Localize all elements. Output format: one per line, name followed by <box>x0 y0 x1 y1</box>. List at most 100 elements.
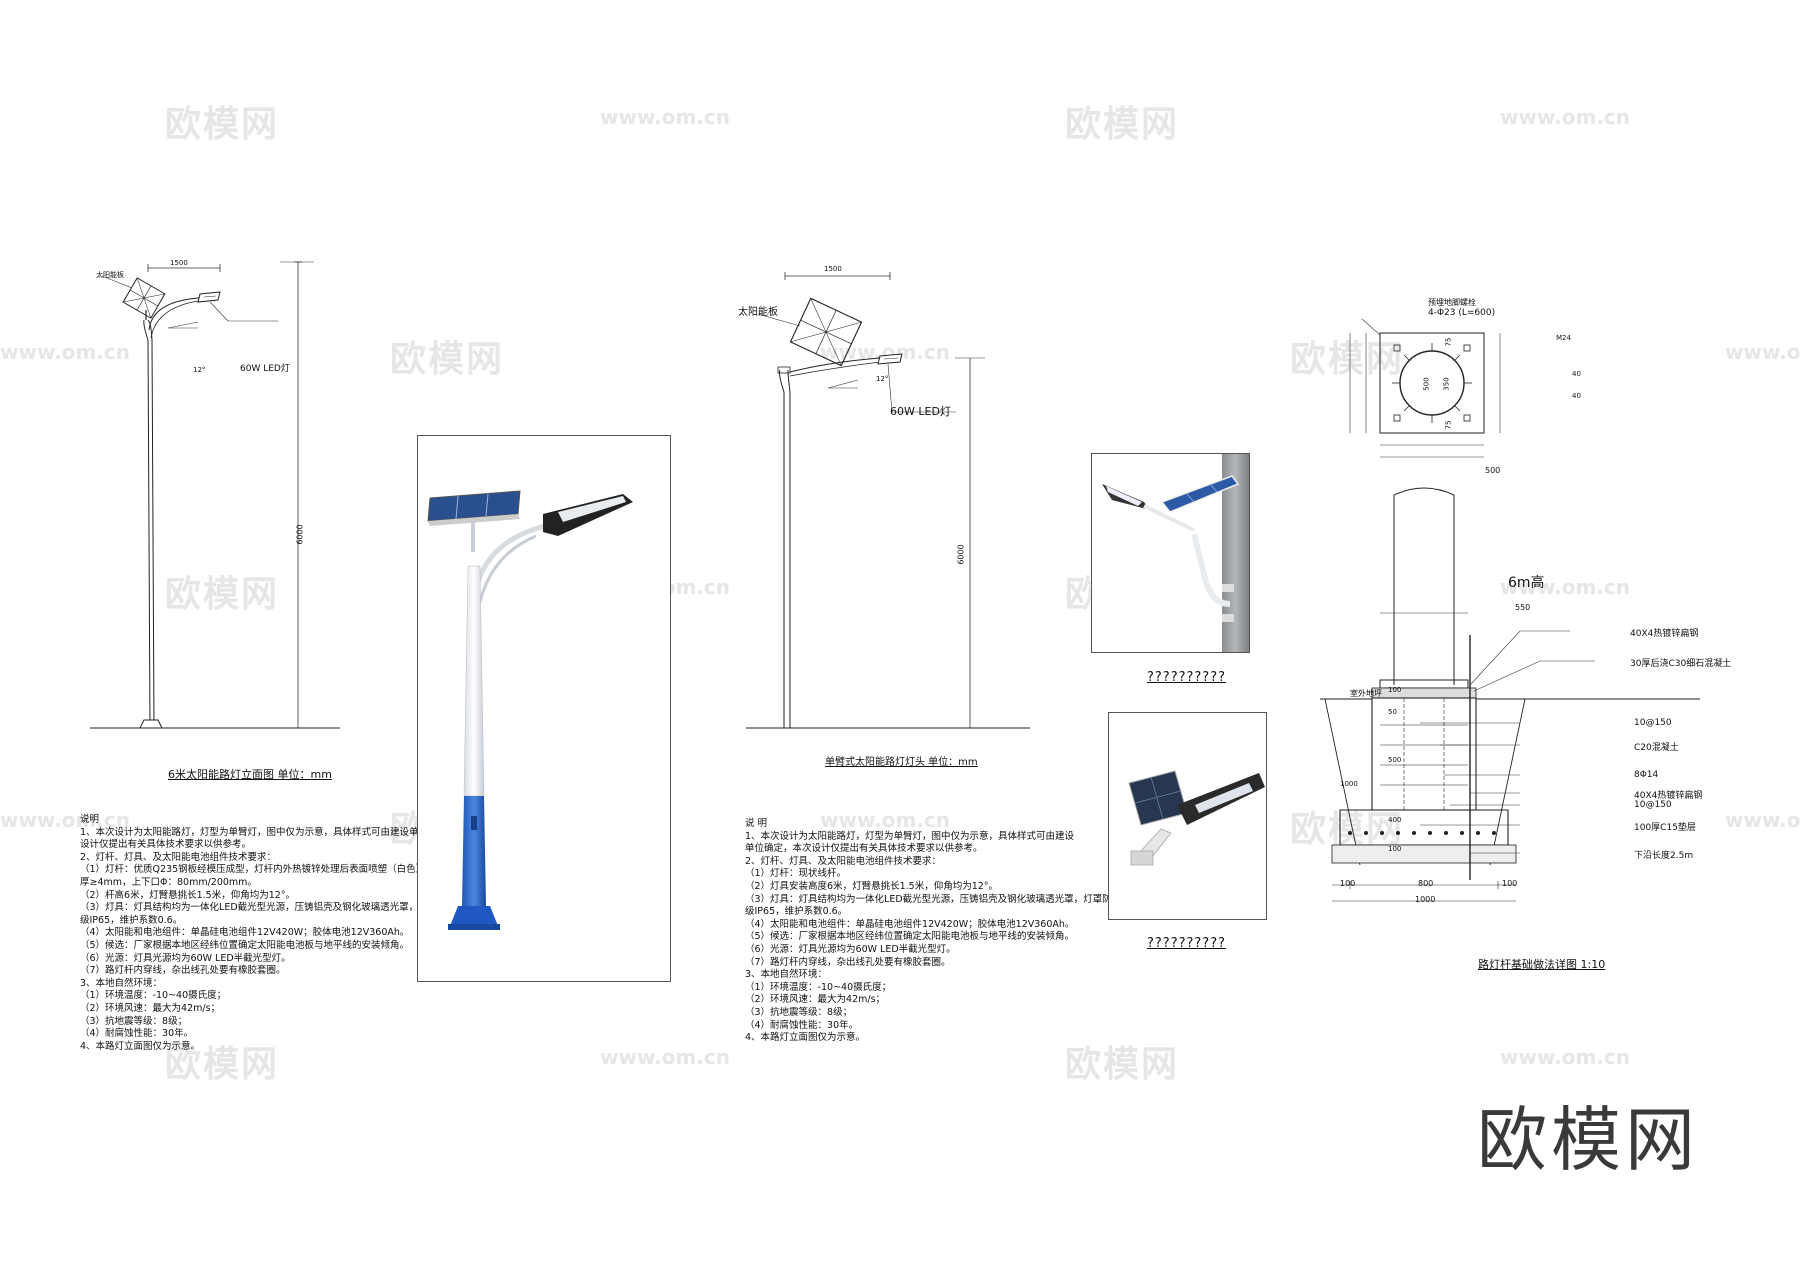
note-line: （4）太阳能和电池组件：单晶硅电池组件12V420W；胶体电池12V360Ah。 <box>745 918 1075 930</box>
note-line: （4）耐腐蚀性能：30年。 <box>80 1028 194 1040</box>
note-line: 4、本路灯立面图仅为示意。 <box>745 1032 866 1044</box>
bolt-title: 预埋地脚螺栓 <box>1428 298 1476 307</box>
label-r40: 40 <box>1572 392 1581 400</box>
integrated-lamp-photo <box>1128 770 1265 866</box>
note-line: （7）路灯杆内穿线，杂出线孔处要有橡胶套圈。 <box>745 956 951 968</box>
note-line: （6）光源：灯具光源均为60W LED半截光型灯。 <box>745 943 956 955</box>
vdim: 50 <box>1388 708 1397 716</box>
foundation-detail-drawing <box>1320 318 1700 902</box>
note-line: 1、本次设计为太阳能路灯，灯型为单臂灯，图中仅为示意，具体样式可由建设单位确定，… <box>80 826 476 838</box>
label-m24: M24 <box>1556 334 1571 342</box>
note-line: （1）灯杆：现状线杆。 <box>745 868 847 880</box>
note-line: 3、本地自然环境： <box>745 969 828 981</box>
watermark-brand: 欧模网 <box>165 1044 280 1085</box>
brand-logo: 欧模网 <box>1477 1099 1699 1181</box>
note-line: 说 明 <box>745 818 768 829</box>
note-line: （2）环境风速：最大为42m/s； <box>745 994 886 1006</box>
watermark-url: www.om.cn <box>600 1045 731 1069</box>
note-line: 厚≥4mm，上下口Φ：80mm/200mm。 <box>80 876 257 888</box>
bottom-dim-mid: 800 <box>1418 879 1434 888</box>
photo-caption-2: ?????????? <box>1147 936 1226 951</box>
label-solar-panel: 太阳能板 <box>96 271 124 279</box>
pole-mount-photo-frame <box>1091 453 1250 653</box>
note-line: （1）灯杆：优质Q235钢板经模压成型，灯杆内外热镀锌处理后表面喷塑（白色）；灯… <box>80 864 459 876</box>
watermark-url: www.om.cn <box>0 340 131 364</box>
callout-flat-steel-2: 40X4热镀锌扁钢 <box>1634 791 1703 801</box>
note-line: （6）光源：灯具光源均为60W LED半截光型灯。 <box>80 952 291 964</box>
middle-elevation-drawing <box>746 272 1030 729</box>
bottom-dim-left: 100 <box>1340 879 1356 888</box>
watermark-brand: 欧模网 <box>1290 339 1405 380</box>
dim-350: 350 <box>1442 377 1451 391</box>
watermark-url: www.om.cn <box>600 105 731 129</box>
left-elevation-caption: 6米太阳能路灯立面图 单位：mm <box>168 768 332 781</box>
note-line: （2）环境风速：最大为42m/s； <box>80 1002 221 1014</box>
lamp-head-icon <box>877 353 903 365</box>
note-line: 3、本地自然环境： <box>80 977 163 989</box>
note-line: 设计仅提出有关具体技术要求以供参考。 <box>80 839 252 851</box>
note-line: 级IP65，维护系数0.6。 <box>80 914 183 926</box>
note-line: （7）路灯杆内穿线，杂出线孔处要有橡胶套圈。 <box>80 965 286 977</box>
middle-notes: 说 明 1、本次设计为太阳能路灯，灯型为单臂灯，图中仅为示意，具体样式可由建设 … <box>745 818 1131 1045</box>
callout-rod-length: 下沿长度2.5m <box>1634 851 1694 861</box>
bolt-spec: 4-Φ23 (L=600) <box>1428 308 1496 318</box>
vdim: 400 <box>1388 816 1402 824</box>
foundation-caption: 路灯杆基础做法详图 1:10 <box>1478 958 1606 971</box>
left-elevation-drawing <box>90 261 340 729</box>
note-line: （3）抗地震等级：8级； <box>80 1015 188 1027</box>
callout-stirrups-2: 10@150 <box>1634 800 1672 810</box>
watermark-url: www.om.cn <box>820 808 951 832</box>
note-line: 单位确定，本次设计仅提出有关具体技术要求以供参考。 <box>745 843 983 855</box>
note-line: 1、本次设计为太阳能路灯，灯型为单臂灯，图中仅为示意，具体样式可由建设 <box>745 830 1075 842</box>
lamp-head-icon <box>197 291 221 303</box>
left-notes: 说明 1、本次设计为太阳能路灯，灯型为单臂灯，图中仅为示意，具体样式可由建设单位… <box>80 814 476 1053</box>
solar-panel-icon <box>789 297 863 367</box>
note-line: （4）耐腐蚀性能：30年。 <box>745 1019 859 1031</box>
dim-arm-span: 1500 <box>824 265 842 273</box>
note-line: 2、灯杆、灯具、及太阳能电池组件技术要求： <box>80 851 277 863</box>
watermark-brand: 欧模网 <box>165 574 280 615</box>
note-line: （3）灯具：灯具结构均为一体化LED截光型光源，压铸铝壳及钢化玻璃透光罩，灯罩防… <box>745 893 1131 905</box>
note-line: 说明 <box>80 814 100 825</box>
watermark-brand: 欧模网 <box>1065 104 1180 145</box>
note-line: （3）灯具：灯具结构均为一体化LED截光型光源，压铸铝壳及钢化玻璃透光罩，灯罩防… <box>80 902 466 914</box>
note-line: 4、本路灯立面图仅为示意。 <box>80 1040 201 1052</box>
note-line: （3）抗地震等级：8级； <box>745 1006 853 1018</box>
callout-ground-level: 室外地坪 <box>1350 689 1382 698</box>
callout-grout: 30厚后浇C30细石混凝土 <box>1630 659 1732 669</box>
watermark-url: www.om.cn <box>1500 105 1631 129</box>
pole-mount-light-photo <box>1102 454 1249 652</box>
callout-flat-steel: 40X4热镀锌扁钢 <box>1630 629 1699 639</box>
vdim: 100 <box>1388 686 1402 694</box>
label-tilt: 12° <box>876 375 889 383</box>
dim-arm-span: 1500 <box>170 259 188 267</box>
dim-height: 6000 <box>956 544 966 565</box>
solar-street-light-photo <box>427 490 633 930</box>
solar-panel-icon <box>122 277 166 319</box>
label-lamp: 60W LED灯 <box>890 405 951 418</box>
watermark-brand: 欧模网 <box>165 104 280 145</box>
bottom-dim-right: 100 <box>1502 879 1518 888</box>
note-line: （2）灯具安装高度6米，灯臂悬挑长1.5米，仰角均为12°。 <box>745 880 999 892</box>
dim-500: 500 <box>1422 377 1431 391</box>
watermark-url: www.om.cn <box>1500 575 1631 599</box>
note-line: （4）太阳能和电池组件：单晶硅电池组件12V420W；胶体电池12V360Ah。 <box>80 927 410 939</box>
note-line: （1）环境温度：-10~40摄氏度； <box>745 981 892 993</box>
middle-elevation-caption: 单臂式太阳能路灯灯头 单位：mm <box>825 757 978 768</box>
pole-photo-frame <box>417 435 671 982</box>
vdim: 1000 <box>1340 780 1358 788</box>
watermark-url: www.om.cn <box>1725 808 1800 832</box>
dim-75: 75 <box>1444 337 1453 347</box>
dim-550: 550 <box>1515 603 1531 612</box>
watermark-brand: 欧模网 <box>1065 1044 1180 1085</box>
dim-500-plan: 500 <box>1485 466 1501 475</box>
callout-stirrups: 10@150 <box>1634 718 1672 728</box>
bottom-dim-total: 1000 <box>1415 895 1436 904</box>
watermark-brand: 欧模网 <box>390 339 505 380</box>
note-line: （5）候选：厂家根据本地区经纬位置确定太阳能电池板与地平线的安装倾角。 <box>80 939 410 951</box>
label-tilt: 12° <box>193 366 206 374</box>
callout-rebar: 8Φ14 <box>1634 770 1659 780</box>
watermark-brand: 欧模网 <box>1290 809 1405 850</box>
callout-concrete: C20混凝土 <box>1634 743 1679 753</box>
photo-caption-1: ?????????? <box>1147 670 1226 685</box>
